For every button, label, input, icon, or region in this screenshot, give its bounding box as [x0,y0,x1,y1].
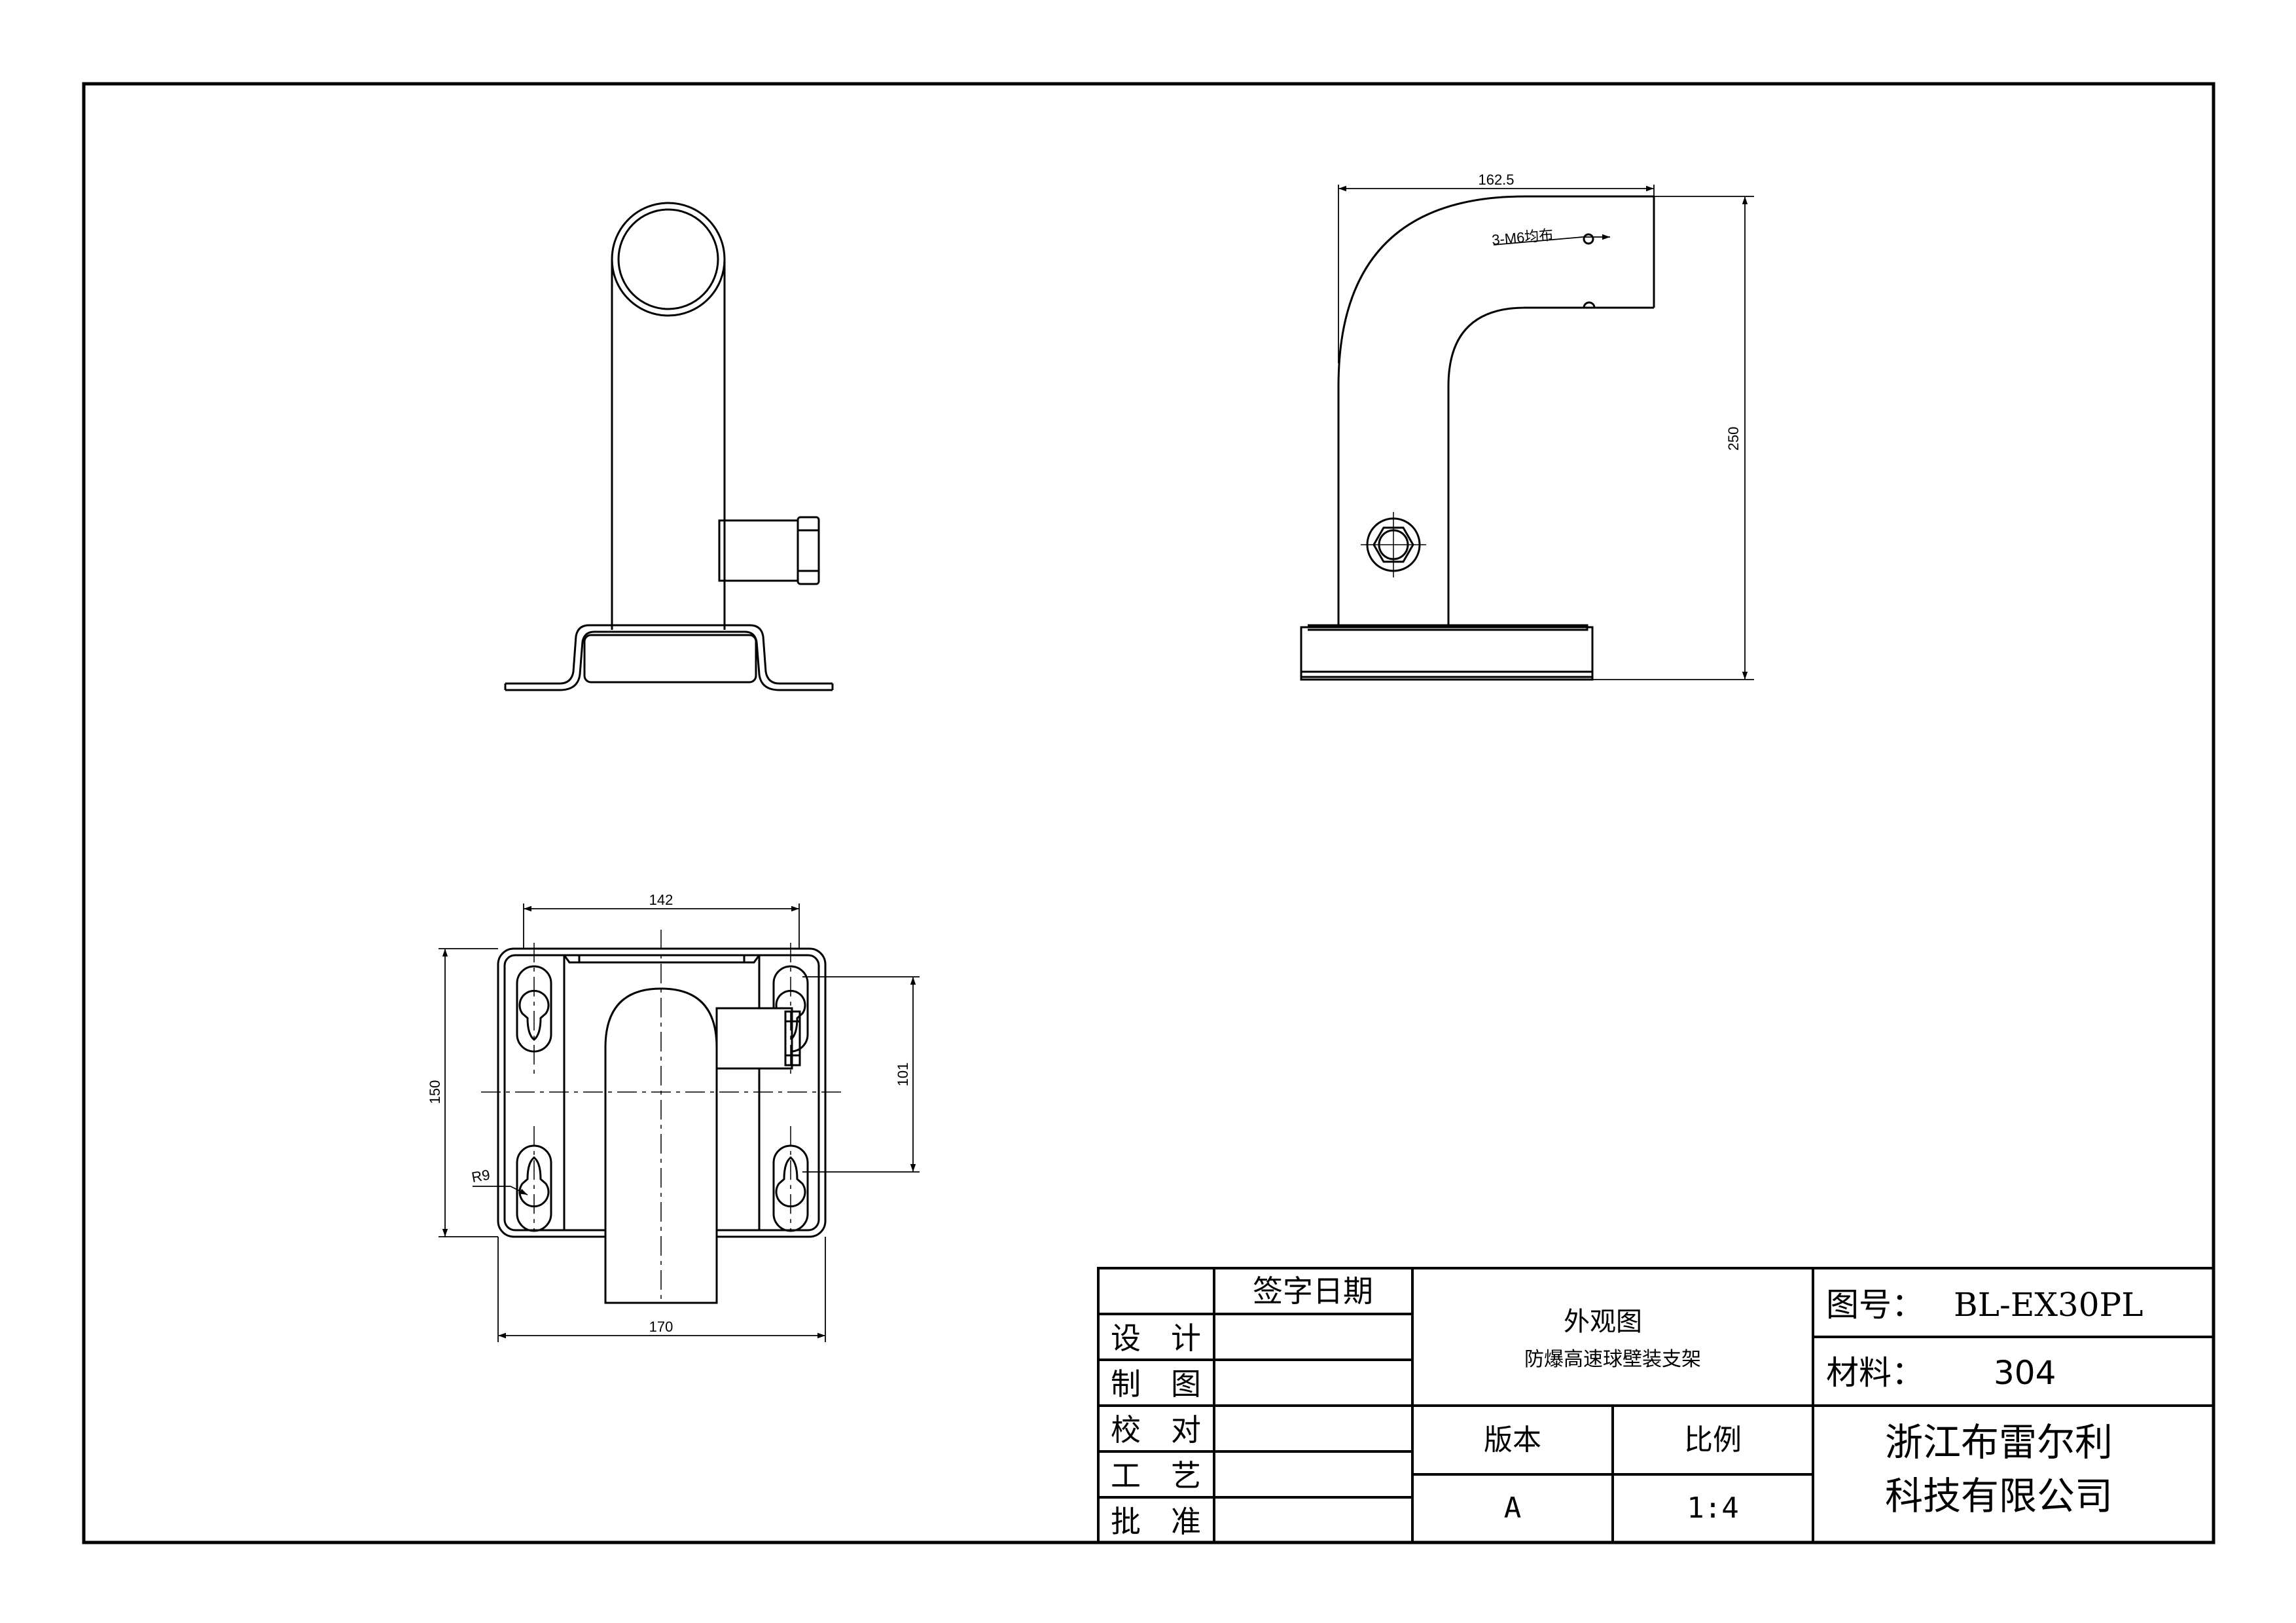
drawing-no-label: 图号： [1826,1286,1924,1324]
dim-top-base-width: 170 [649,1319,673,1335]
role-approve: 批 准 [1111,1504,1201,1539]
cable-gland-boss [718,519,799,582]
role-drafting: 制 图 [1111,1366,1201,1402]
front-view [504,202,834,691]
mounting-bracket-profile [505,624,833,685]
dim-top-hole-span: 142 [649,892,673,908]
tube-inner-circle [617,208,719,310]
elbow-outer-edge [1337,195,1654,625]
title-block [1097,1267,2215,1544]
thread-note: 3-M6均布 [1491,227,1554,248]
keyhole-slot-br [775,1156,806,1208]
sign-date-header: 签字日期 [1253,1273,1373,1309]
view-name: 外观图 [1564,1307,1642,1337]
top-view [497,947,827,1304]
material-value: 304 [1994,1354,2056,1392]
role-check: 校 对 [1111,1412,1201,1448]
drawing-no-value: BL-EX30PL [1954,1286,2143,1324]
scale-value: 1:4 [1687,1491,1738,1525]
elbow-inner-edge [1447,306,1654,625]
cable-gland-nut [797,516,820,585]
side-view-dimensions [1338,185,1754,680]
dim-top-height: 150 [427,1080,443,1104]
version-label: 版本 [1484,1423,1541,1457]
side-view [1300,195,1655,681]
dim-top-hole-pitch: 101 [895,1063,911,1087]
dim-slot-radius: R9 [471,1166,492,1186]
product-name: 防爆高速球壁装支架 [1524,1348,1701,1371]
tube-outer-circle [611,202,726,317]
keyhole-slot-bl [518,1156,550,1208]
scale-label: 比例 [1684,1423,1742,1457]
top-view-dimensions [439,903,920,1342]
role-design: 设 计 [1111,1321,1201,1356]
side-base-plate [1300,626,1594,681]
company-line2: 科技有限公司 [1885,1474,2113,1518]
company-line1: 浙江布雷尔利 [1885,1420,2113,1465]
dim-side-width: 162.5 [1478,172,1514,188]
material-label: 材料： [1826,1354,1924,1392]
keyhole-slot-tl [518,989,550,1041]
role-process: 工 艺 [1111,1458,1201,1493]
dim-side-height: 250 [1725,427,1742,451]
version-value: A [1504,1491,1522,1525]
